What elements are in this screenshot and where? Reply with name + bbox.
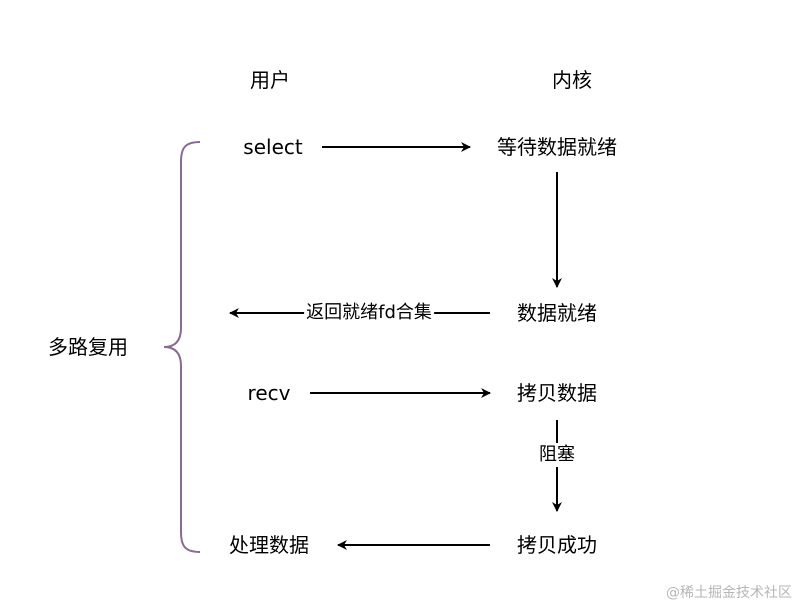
column-header-user: 用户 [250, 68, 290, 92]
node-recv: recv [247, 381, 291, 405]
watermark: @稀土掘金技术社区 [666, 585, 792, 601]
node-process-data: 处理数据 [229, 533, 309, 557]
edge-label-return-fd: 返回就绪fd合集 [304, 301, 434, 325]
node-copy-done: 拷贝成功 [517, 533, 597, 557]
node-wait-ready: 等待数据就绪 [497, 135, 617, 159]
node-copy-data: 拷贝数据 [517, 381, 597, 405]
node-data-ready: 数据就绪 [517, 301, 597, 325]
column-header-kernel: 内核 [552, 68, 592, 92]
group-label: 多路复用 [48, 335, 128, 359]
multiplex-brace [163, 141, 201, 553]
edge-label-blocking: 阻塞 [537, 443, 577, 467]
node-select: select [243, 135, 303, 159]
